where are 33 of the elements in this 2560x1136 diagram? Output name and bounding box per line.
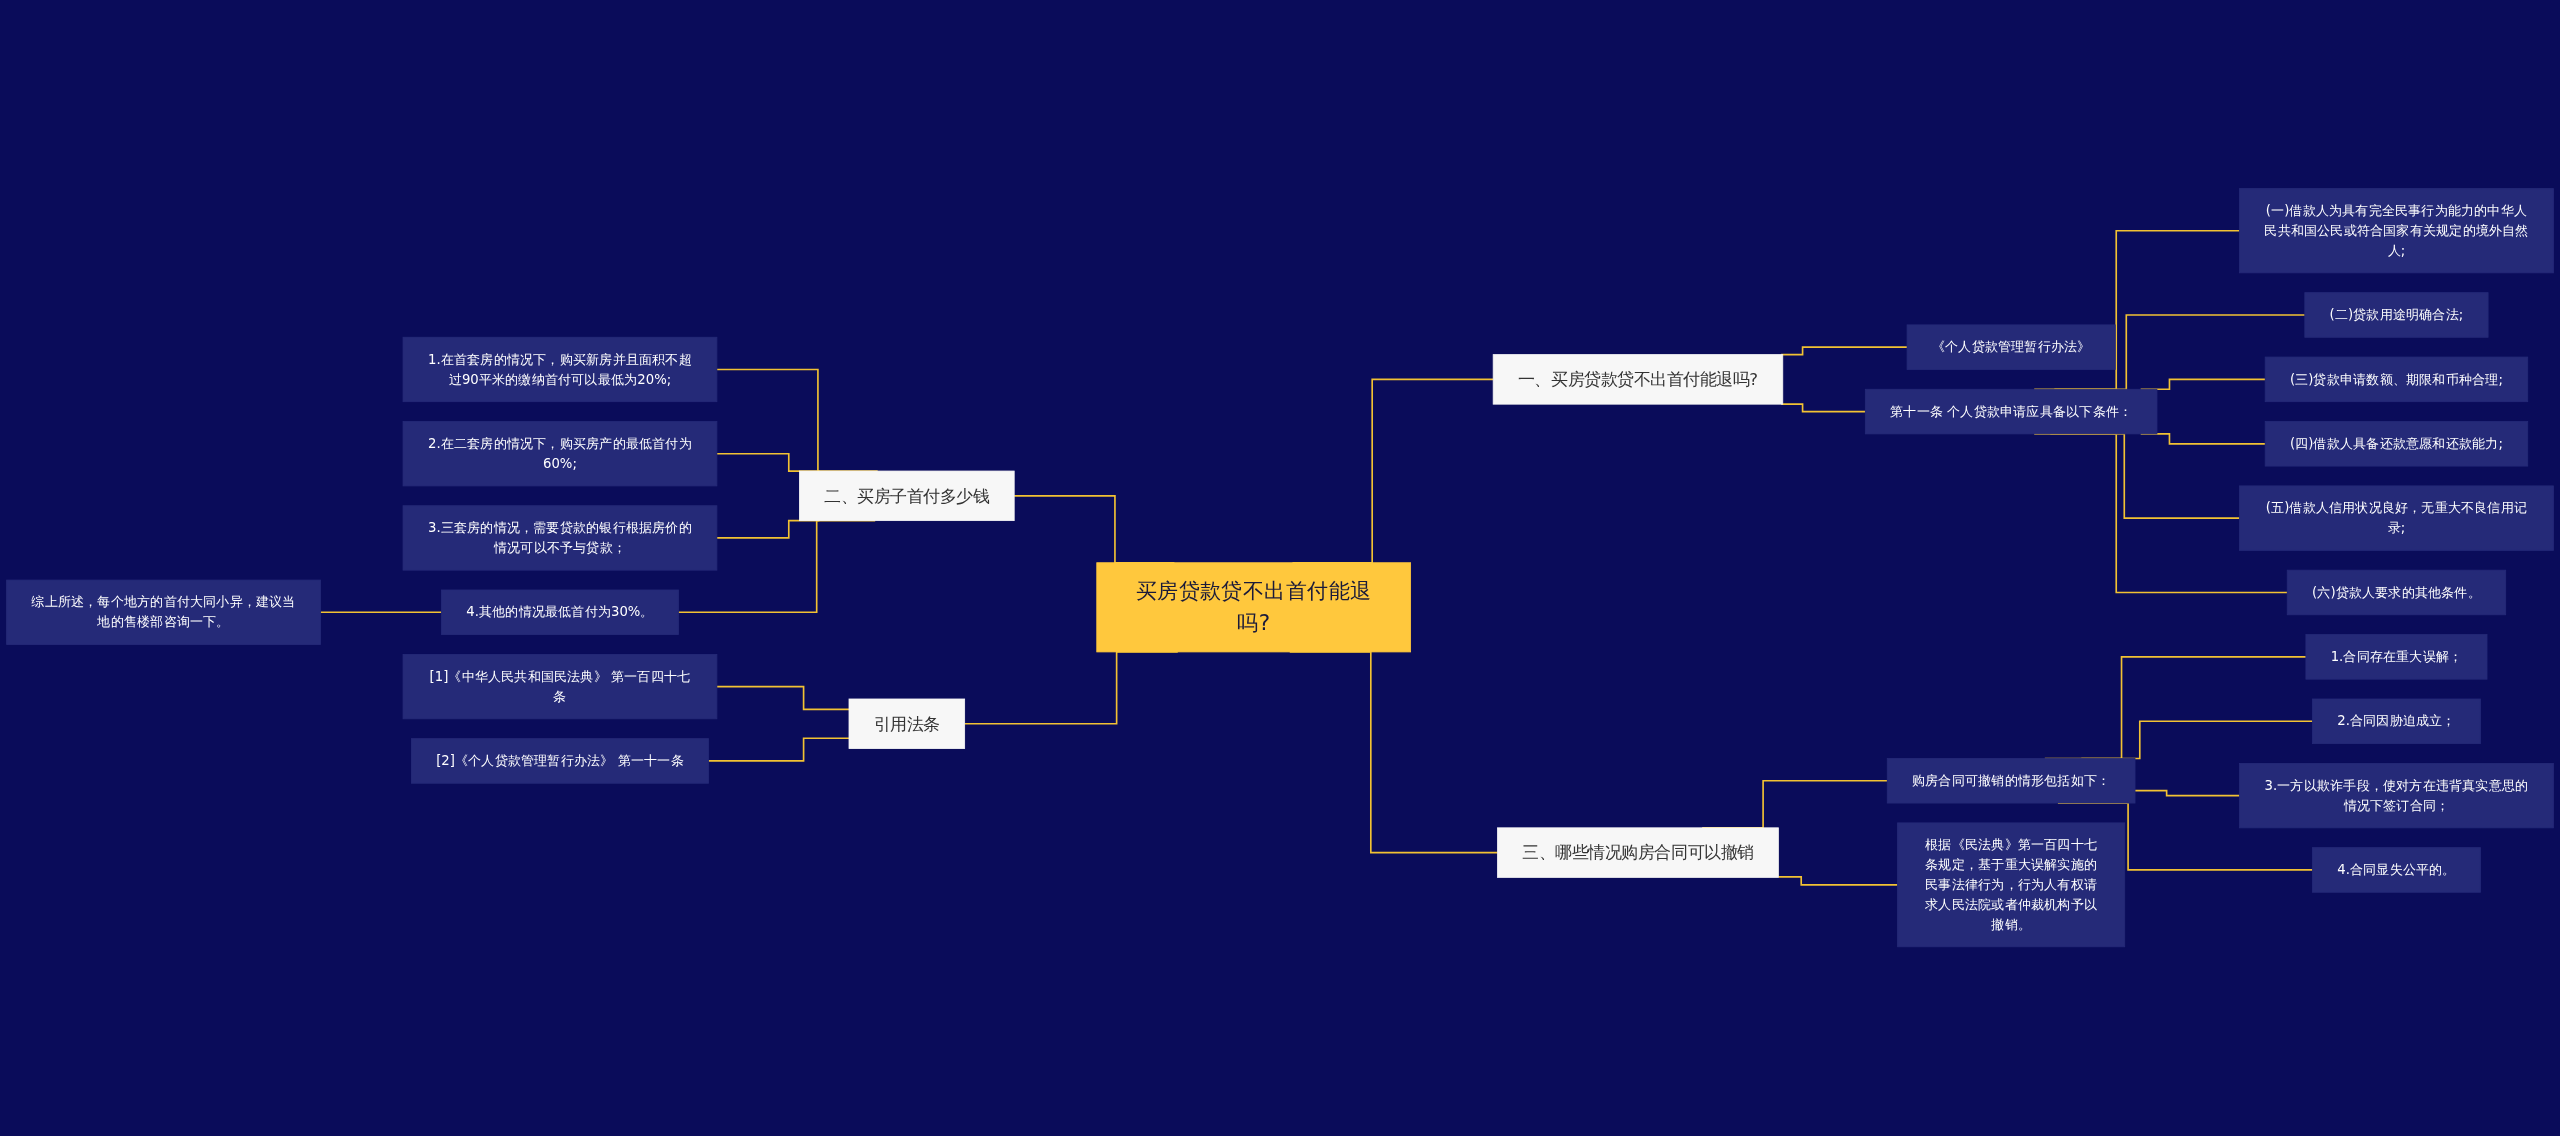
node-box: 引用法条 <box>848 698 966 750</box>
node-box: 2.合同因胁迫成立； <box>2312 698 2481 745</box>
node-box: (三)贷款申请数额、期限和币种合理; <box>2264 357 2529 403</box>
node-box: (二)贷款用途明确合法; <box>2304 292 2489 338</box>
node-box: 根据《民法典》第一百四十七条规定，基于重大误解实施的民事法律行为，行为人有权请求人民法院或者仲裁机构予以撤销。 <box>1897 822 2126 948</box>
node-box: (一)借款人为具有完全民事行为能力的中华人民共和国公民或符合国家有关规定的境外自然人; <box>2239 188 2554 274</box>
node-box: 2.在二套房的情况下，购买房产的最低首付为60%; <box>402 421 718 487</box>
node-box: 3.三套房的情况，需要贷款的银行根据房价的情况可以不予与贷款； <box>402 505 718 571</box>
node-box: 二、买房子首付多少钱 <box>799 470 1015 522</box>
node-box: (五)借款人信用状况良好，无重大不良信用记录; <box>2239 485 2554 552</box>
node-box: 4.合同显失公平的。 <box>2312 847 2481 893</box>
connector <box>319 611 443 614</box>
connector <box>1780 346 1908 356</box>
node-box: [1]《中华人民共和国民法典》 第一百四十七条 <box>402 654 718 720</box>
node-box: 三、哪些情况购房合同可以撤销 <box>1497 827 1779 879</box>
node-box: 1.在首套房的情况下，购买新房并且面积不超过90平米的缴纳首付可以最低为20%; <box>402 337 718 403</box>
connector <box>1780 403 1867 413</box>
node-box: 综上所述，每个地方的首付大同小异，建议当地的售楼部咨询一下。 <box>6 579 321 646</box>
node-box: 购房合同可撤销的情形包括如下： <box>1886 758 2136 804</box>
connector <box>716 686 850 711</box>
node-box: (六)贷款人要求的其他条件。 <box>2286 570 2507 616</box>
node-box: 《个人贷款管理暂行办法》 <box>1906 324 2116 371</box>
connector <box>2134 790 2241 797</box>
connector <box>1777 876 1899 886</box>
node-box: 4.其他的情况最低首付为30%。 <box>441 589 679 636</box>
node-box: 1.合同存在重大误解； <box>2305 634 2488 680</box>
node-box: 买房贷款贷不出首付能退吗? <box>1096 562 1411 653</box>
node-box: 一、买房贷款贷不出首付能退吗? <box>1492 354 1784 405</box>
node-box: 第十一条 个人贷款申请应具备以下条件： <box>1864 389 2158 435</box>
connector <box>707 737 850 763</box>
node-box: 3.一方以欺诈手段，使对方在违背真实意思的情况下签订合同； <box>2239 763 2554 829</box>
node-box: (四)借款人具备还款意愿和还款能力; <box>2264 421 2529 467</box>
node-box: [2]《个人贷款管理暂行办法》 第一十一条 <box>411 738 709 784</box>
